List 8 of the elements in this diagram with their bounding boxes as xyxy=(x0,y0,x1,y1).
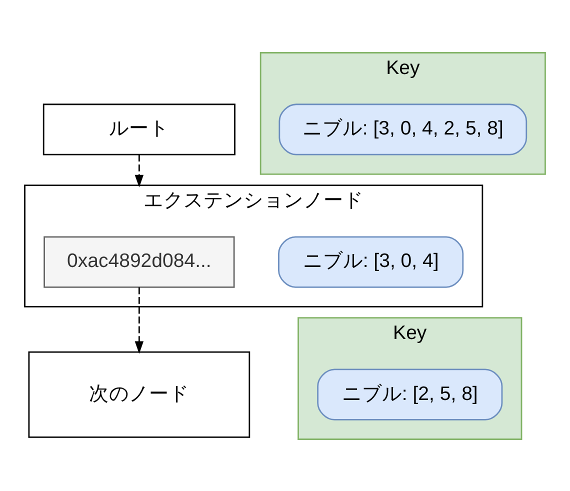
arrow xyxy=(134,154,144,187)
node-box: ニブル: [3, 0, 4] xyxy=(278,236,464,288)
node-box: ルート xyxy=(42,103,236,155)
arrow xyxy=(134,286,144,354)
node-box: ニブル: [2, 5, 8] xyxy=(317,368,503,420)
node-box: 次のノード xyxy=(28,350,250,438)
node-box: 0xac4892d084... xyxy=(44,236,235,288)
node-box: ニブル: [3, 0, 4, 2, 5, 8] xyxy=(278,103,528,155)
